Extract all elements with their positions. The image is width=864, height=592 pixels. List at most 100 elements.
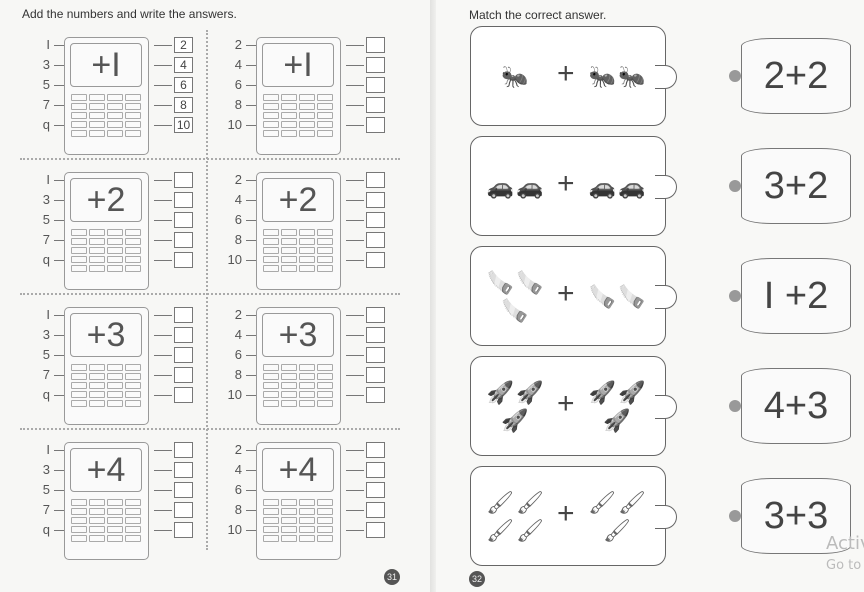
input-number: I (26, 172, 66, 187)
picture-card-saw[interactable]: 🪚🪚🪚+🪚🪚 (470, 246, 677, 346)
card-notch (655, 175, 677, 199)
key (107, 130, 123, 137)
answer-row: 2 (154, 37, 194, 53)
expression-card[interactable]: I +2 (741, 258, 851, 334)
answer-box[interactable] (366, 97, 385, 113)
picture-card-paintbrush[interactable]: 🖌🖌🖌🖌+🖌🖌🖌 (470, 466, 677, 566)
key (299, 121, 315, 128)
rocket-icon: 🚀 (501, 408, 529, 433)
answer-box[interactable]: 2 (174, 37, 193, 53)
match-dot[interactable] (729, 70, 741, 82)
key (317, 256, 333, 263)
right-instruction: Match the correct answer. (469, 8, 607, 22)
rocket-icon: 🚀 (603, 408, 631, 433)
answer-box[interactable] (366, 462, 385, 478)
key (317, 229, 333, 236)
key (107, 499, 123, 506)
key (71, 508, 87, 515)
answer-box[interactable] (174, 192, 193, 208)
picture-card-car[interactable]: 🚗🚗+🚗🚗 (470, 136, 677, 236)
match-dot[interactable] (729, 400, 741, 412)
answer-box[interactable] (366, 232, 385, 248)
answer-box[interactable] (366, 252, 385, 268)
answer-box[interactable]: 6 (174, 77, 193, 93)
answer-box[interactable] (174, 442, 193, 458)
answer-row (346, 232, 386, 248)
input-number: 7 (26, 97, 66, 112)
calculator-keypad (263, 229, 333, 272)
answer-box[interactable] (174, 232, 193, 248)
answer-box[interactable] (366, 387, 385, 403)
answer-box[interactable] (366, 482, 385, 498)
key (71, 526, 87, 533)
answer-box[interactable] (366, 347, 385, 363)
answer-box[interactable] (174, 522, 193, 538)
picture-card-rocket[interactable]: 🚀🚀🚀+🚀🚀🚀 (470, 356, 677, 456)
watermark-line2: Go to (826, 558, 862, 573)
key (71, 94, 87, 101)
expression-card[interactable]: 2+2 (741, 38, 851, 114)
input-number: 5 (26, 212, 66, 227)
saw-icon: 🪚 (516, 270, 544, 295)
answer-box[interactable] (174, 387, 193, 403)
key (299, 238, 315, 245)
answer-box[interactable] (366, 442, 385, 458)
picture-card-ant[interactable]: 🐜+🐜🐜 (470, 26, 677, 126)
answer-box[interactable]: 10 (174, 117, 193, 133)
answer-box[interactable] (366, 307, 385, 323)
key (71, 391, 87, 398)
answer-box[interactable] (174, 482, 193, 498)
answer-box[interactable] (366, 327, 385, 343)
key (299, 526, 315, 533)
answer-box[interactable] (366, 502, 385, 518)
key (107, 256, 123, 263)
calculator-icon: +3 (64, 307, 149, 425)
key (281, 256, 297, 263)
answer-box[interactable] (174, 462, 193, 478)
key (71, 499, 87, 506)
input-number: 2 (218, 442, 258, 457)
answer-box[interactable]: 8 (174, 97, 193, 113)
expression-card[interactable]: 4+3 (741, 368, 851, 444)
answer-box[interactable] (366, 522, 385, 538)
key (281, 535, 297, 542)
answer-box[interactable] (366, 367, 385, 383)
answer-box[interactable] (174, 367, 193, 383)
key (71, 382, 87, 389)
answer-box[interactable] (174, 502, 193, 518)
input-number: 10 (218, 117, 258, 132)
key (107, 391, 123, 398)
answer-box[interactable] (366, 37, 385, 53)
answer-box[interactable]: 4 (174, 57, 193, 73)
match-dot[interactable] (729, 510, 741, 522)
input-number: 2 (218, 37, 258, 52)
input-number: 5 (26, 77, 66, 92)
plus-sign: + (557, 57, 575, 90)
answer-box[interactable] (174, 307, 193, 323)
answer-box[interactable] (366, 77, 385, 93)
match-dot[interactable] (729, 180, 741, 192)
page-number: 31 (384, 569, 400, 585)
answer-box[interactable] (366, 192, 385, 208)
calculator-icon: +3 (256, 307, 341, 425)
answer-box[interactable] (174, 212, 193, 228)
answer-box[interactable] (366, 57, 385, 73)
key (263, 103, 279, 110)
answer-box[interactable] (174, 327, 193, 343)
answer-box[interactable] (366, 212, 385, 228)
key (299, 517, 315, 524)
answer-box[interactable] (366, 117, 385, 133)
answer-box[interactable] (174, 252, 193, 268)
input-number: 7 (26, 502, 66, 517)
rocket-group-right: 🚀🚀🚀 (579, 365, 655, 449)
calculator-keypad (263, 499, 333, 542)
expression-card[interactable]: 3+2 (741, 148, 851, 224)
answer-box[interactable] (174, 172, 193, 188)
key (317, 238, 333, 245)
match-dot[interactable] (729, 290, 741, 302)
key (263, 238, 279, 245)
expression-card[interactable]: 3+3 (741, 478, 851, 554)
answer-box[interactable] (174, 347, 193, 363)
answer-box[interactable] (366, 172, 385, 188)
